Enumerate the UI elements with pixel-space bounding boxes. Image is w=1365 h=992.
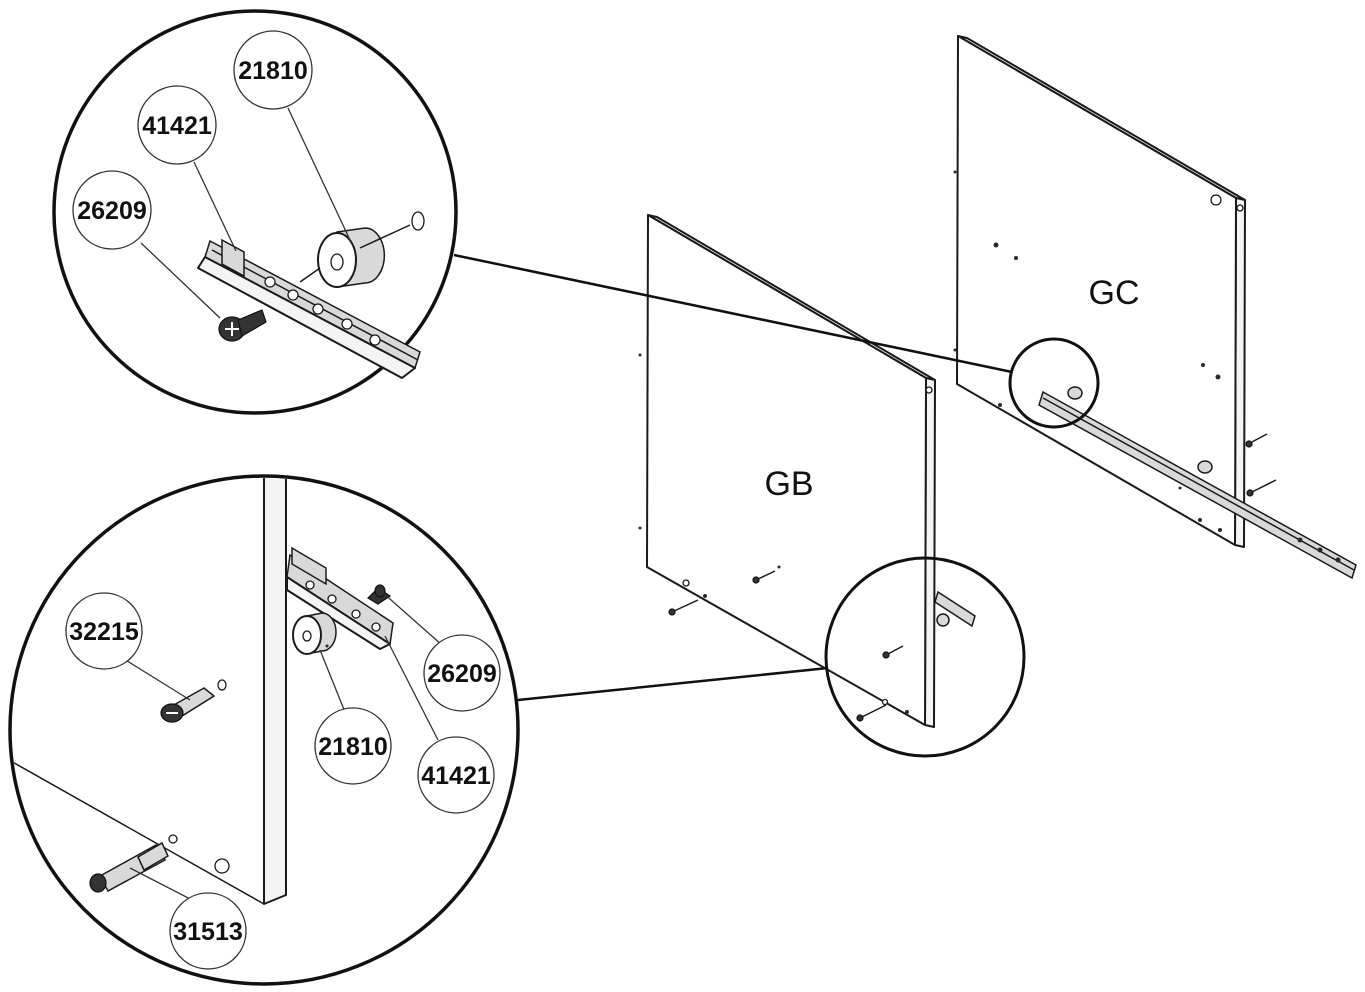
roller-wheel-icon: [299, 211, 425, 288]
track-rail-icon: [286, 546, 394, 650]
track-rail-icon: [197, 238, 421, 379]
part-bubble-26209: [423, 634, 501, 712]
part-bubble-21810: [233, 30, 313, 110]
part-bubble-26209: [72, 170, 152, 250]
panel-gc: [953, 35, 1357, 580]
part-bubble-32215: [65, 592, 143, 670]
part-bubble-41421: [417, 736, 495, 814]
screw-icon: [367, 584, 392, 605]
part-number-32215: 32215: [69, 618, 139, 646]
part-number-41421: 41421: [421, 762, 491, 790]
panel-label-gc: GC: [1089, 274, 1140, 312]
top-callout: 21810 41421 26209: [52, 9, 458, 415]
zoom-marker-gb: [824, 556, 1026, 758]
part-number-21810: 21810: [318, 733, 388, 761]
connector-line-bottom: [517, 666, 829, 702]
zoom-marker-gc: [1008, 337, 1100, 429]
connector-line-top: [453, 253, 1013, 374]
part-number-21810: 21810: [238, 57, 308, 85]
bottom-callout: 32215 26209 21810 41421 31513: [8, 474, 520, 986]
part-number-26209: 26209: [77, 197, 147, 225]
part-bubble-21810: [314, 707, 392, 785]
panel-gb: [638, 214, 976, 728]
part-number-41421: 41421: [142, 112, 212, 140]
part-bubble-31513: [169, 892, 247, 970]
roller-wheel-icon: [292, 612, 337, 655]
screw-icon: [218, 309, 267, 342]
panel-label-gb: GB: [764, 465, 813, 503]
part-bubble-41421: [137, 85, 217, 165]
cam-bolt-icon: [160, 679, 227, 723]
part-number-26209: 26209: [427, 660, 497, 688]
part-number-31513: 31513: [173, 918, 243, 946]
dowel-icon: [89, 834, 230, 893]
